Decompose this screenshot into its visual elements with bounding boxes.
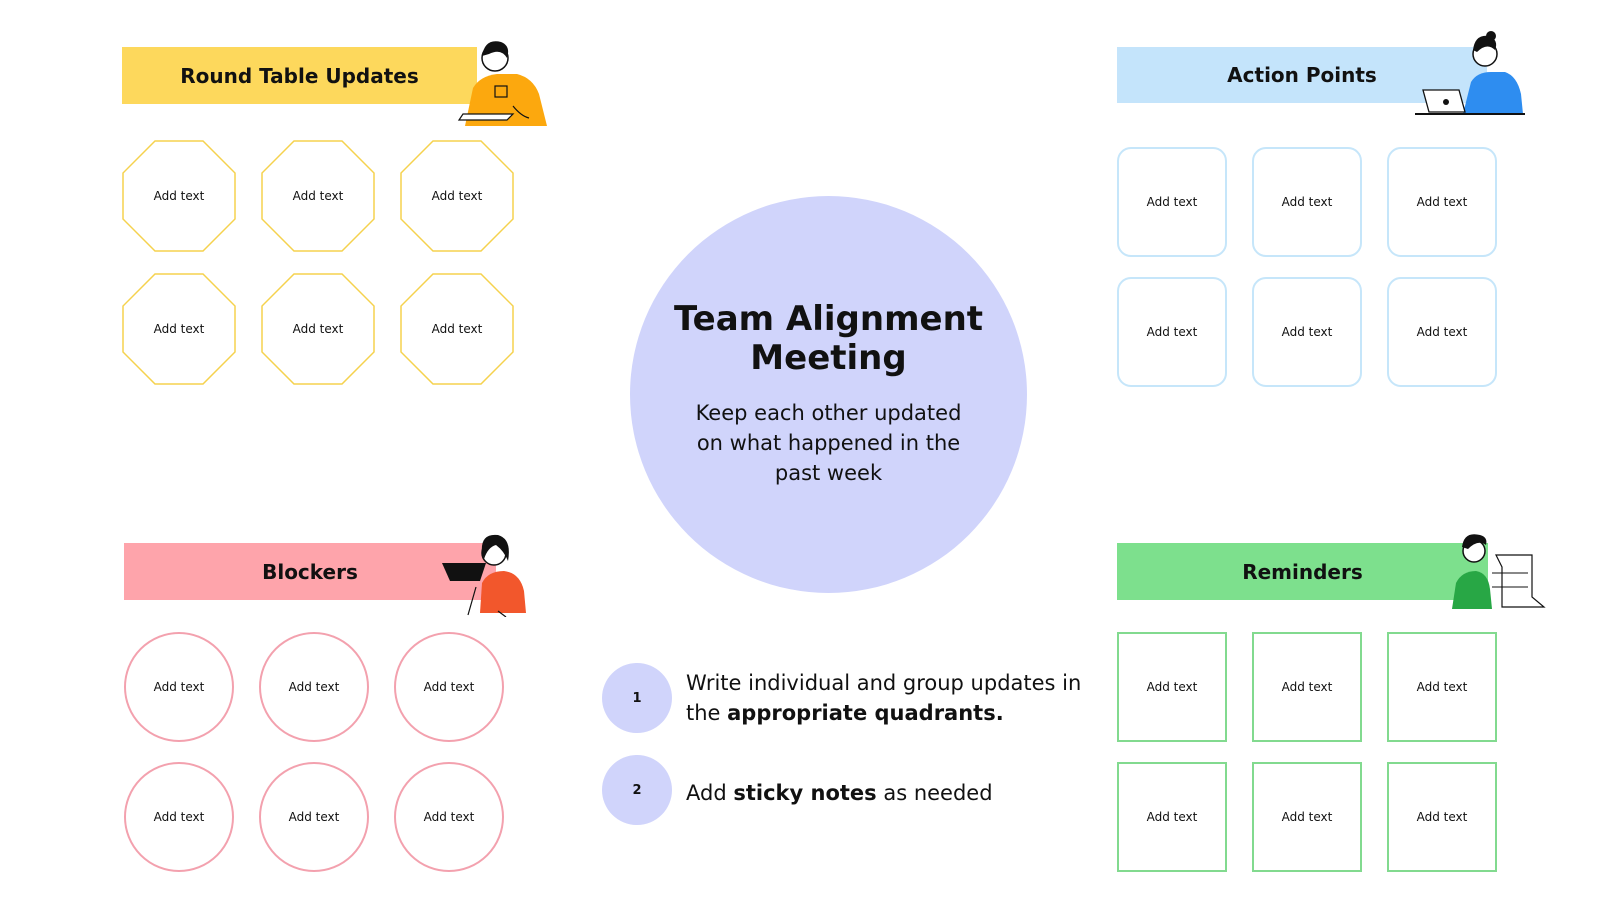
action-point-card[interactable]: Add text xyxy=(1252,277,1362,387)
card-text: Add text xyxy=(1146,325,1198,339)
card-text: Add text xyxy=(153,810,205,824)
page-title: Team Alignment Meeting xyxy=(673,299,984,378)
person-papers-illustration xyxy=(1452,534,1546,609)
round-table-card[interactable]: Add text xyxy=(261,140,375,252)
card-text: Add text xyxy=(431,189,483,203)
reminder-card[interactable]: Add text xyxy=(1387,762,1497,872)
person-writing-illustration xyxy=(457,41,547,126)
card-text: Add text xyxy=(423,810,475,824)
card-text: Add text xyxy=(1281,810,1333,824)
blocker-card[interactable]: Add text xyxy=(124,632,234,742)
card-text: Add text xyxy=(1146,680,1198,694)
action-point-card[interactable]: Add text xyxy=(1117,147,1227,257)
reminders-header: Reminders xyxy=(1117,543,1488,600)
blockers-header: Blockers xyxy=(124,543,496,600)
card-text: Add text xyxy=(1281,195,1333,209)
card-text: Add text xyxy=(1416,680,1468,694)
card-text: Add text xyxy=(292,189,344,203)
card-text: Add text xyxy=(1416,810,1468,824)
round-table-card[interactable]: Add text xyxy=(122,140,236,252)
step-instruction: Add sticky notes as needed xyxy=(686,781,993,805)
card-text: Add text xyxy=(1416,195,1468,209)
card-text: Add text xyxy=(288,680,340,694)
blocker-card[interactable]: Add text xyxy=(259,632,369,742)
card-text: Add text xyxy=(1146,810,1198,824)
person-laptop-illustration xyxy=(1415,31,1525,115)
blocker-card[interactable]: Add text xyxy=(394,632,504,742)
card-text: Add text xyxy=(153,680,205,694)
reminder-card[interactable]: Add text xyxy=(1387,632,1497,742)
card-text: Add text xyxy=(1146,195,1198,209)
step-number-badge: 1 xyxy=(602,663,672,733)
card-text: Add text xyxy=(431,322,483,336)
blocker-card[interactable]: Add text xyxy=(124,762,234,872)
reminder-card[interactable]: Add text xyxy=(1252,632,1362,742)
round-table-card[interactable]: Add text xyxy=(122,273,236,385)
reminder-card[interactable]: Add text xyxy=(1117,762,1227,872)
blocker-card[interactable]: Add text xyxy=(394,762,504,872)
round-table-card[interactable]: Add text xyxy=(261,273,375,385)
card-text: Add text xyxy=(423,680,475,694)
reminder-card[interactable]: Add text xyxy=(1117,632,1227,742)
action-point-card[interactable]: Add text xyxy=(1387,277,1497,387)
card-text: Add text xyxy=(1416,325,1468,339)
card-text: Add text xyxy=(153,189,205,203)
step-number-badge: 2 xyxy=(602,755,672,825)
card-text: Add text xyxy=(153,322,205,336)
person-tablet-illustration xyxy=(442,534,526,617)
round-table-card[interactable]: Add text xyxy=(400,273,514,385)
round-table-card[interactable]: Add text xyxy=(400,140,514,252)
center-circle xyxy=(630,196,1027,593)
step-instruction: Write individual and group updates in th… xyxy=(686,671,1082,725)
card-text: Add text xyxy=(292,322,344,336)
card-text: Add text xyxy=(1281,680,1333,694)
blocker-card[interactable]: Add text xyxy=(259,762,369,872)
action-point-card[interactable]: Add text xyxy=(1387,147,1497,257)
action-point-card[interactable]: Add text xyxy=(1252,147,1362,257)
action-point-card[interactable]: Add text xyxy=(1117,277,1227,387)
round-table-updates-header: Round Table Updates xyxy=(122,47,477,104)
page-subtitle: Keep each other updated on what happened… xyxy=(695,401,962,485)
card-text: Add text xyxy=(1281,325,1333,339)
reminder-card[interactable]: Add text xyxy=(1252,762,1362,872)
card-text: Add text xyxy=(288,810,340,824)
